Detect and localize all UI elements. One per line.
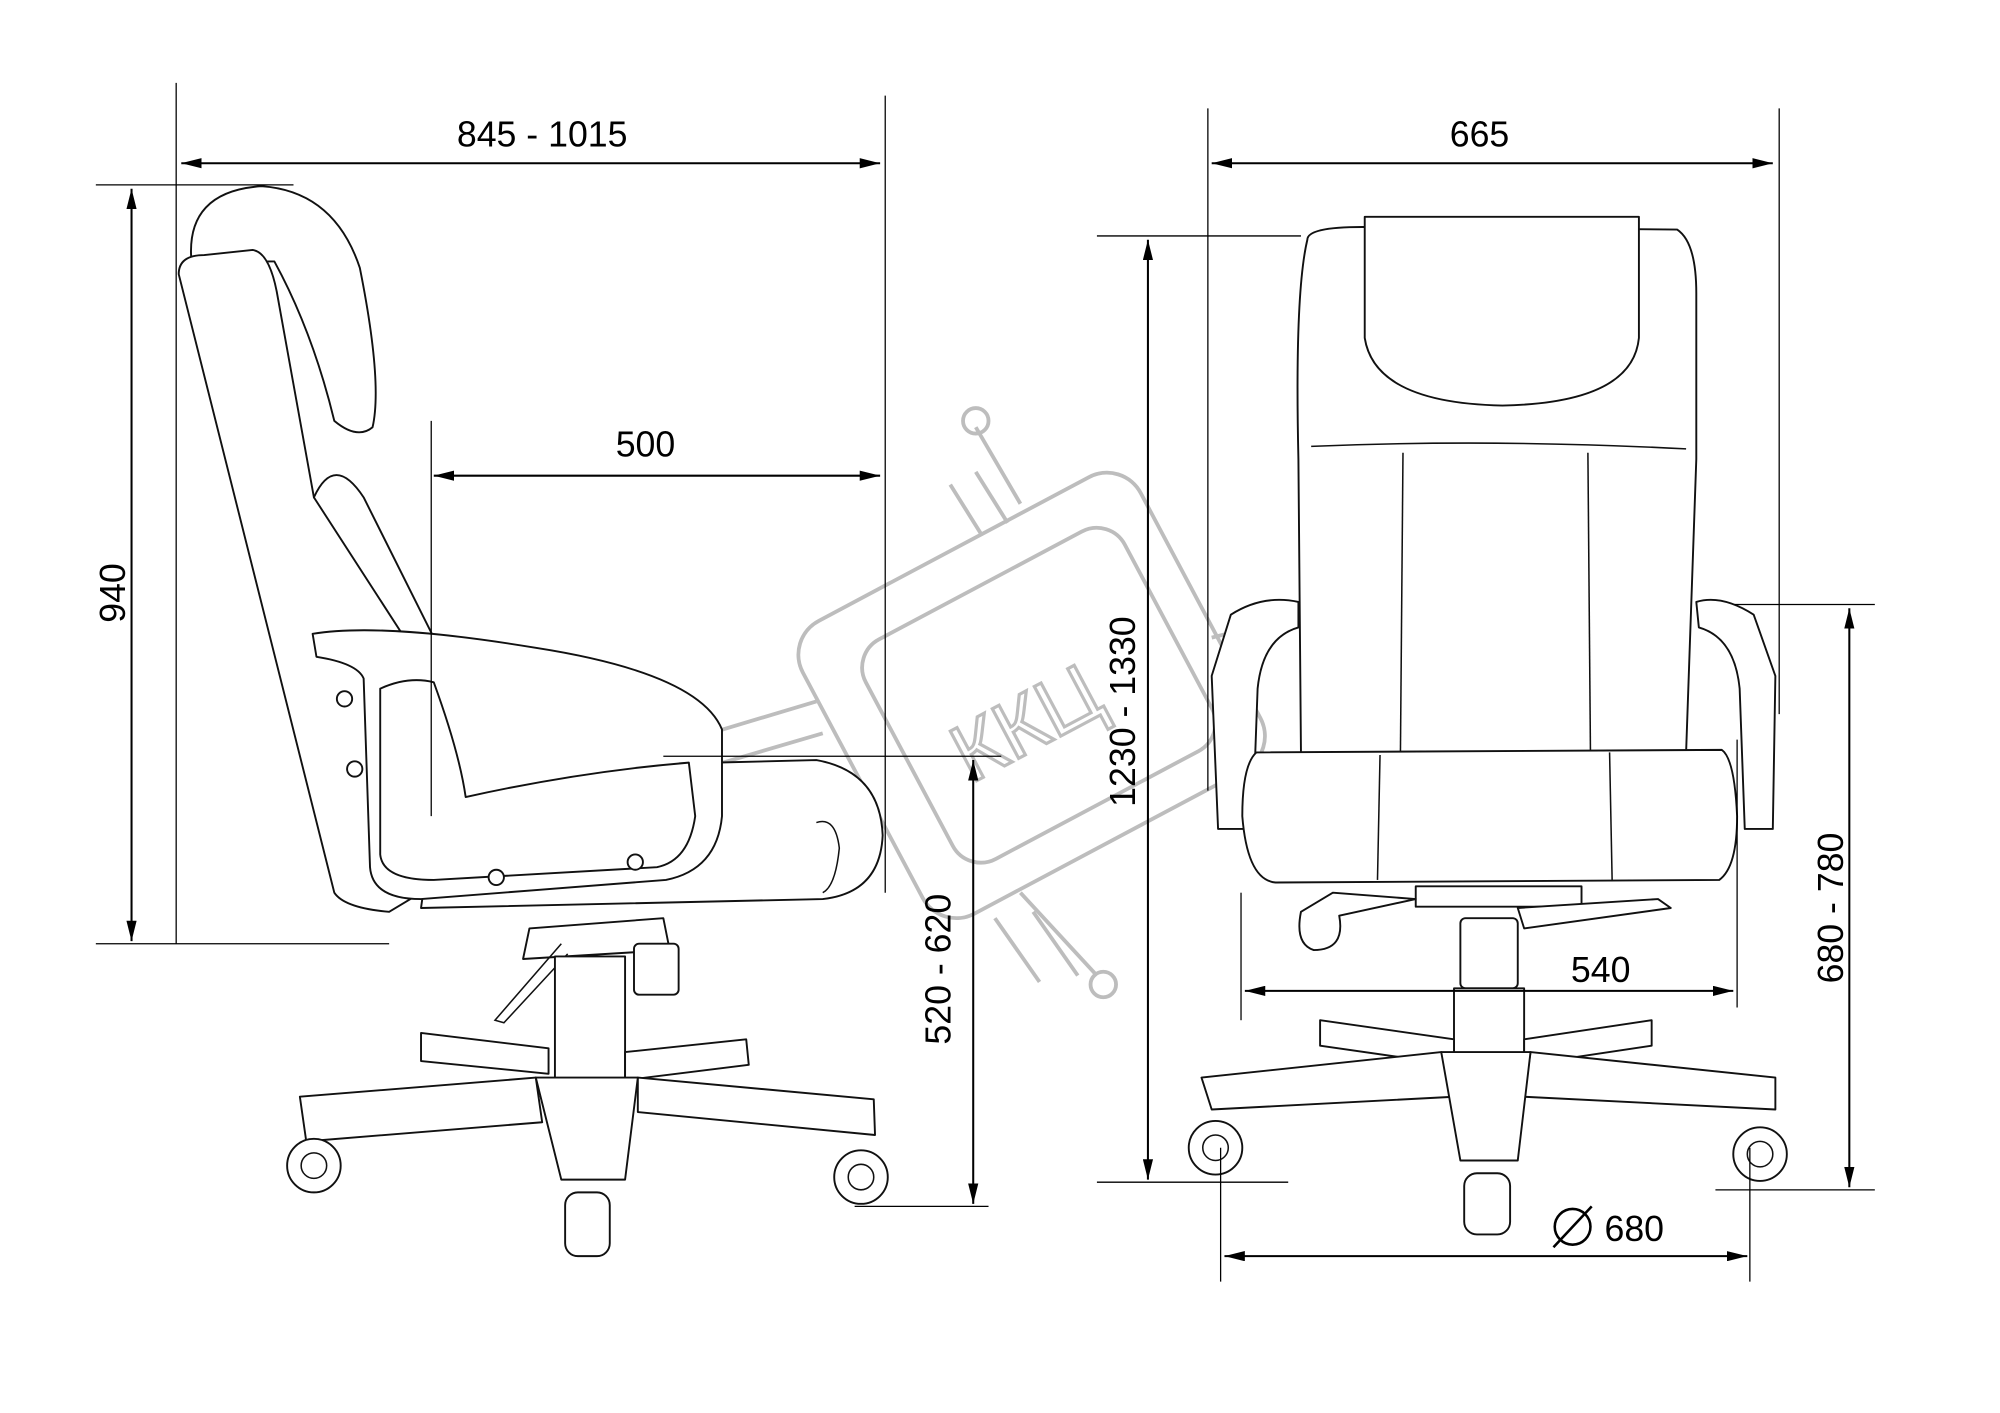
dimension-seat-height: 520 - 620 <box>663 755 1002 1208</box>
armrest-height-label: 680 - 780 <box>1811 833 1851 984</box>
base-diameter-label: 680 <box>1604 1209 1664 1249</box>
overall-depth-label: 845 - 1015 <box>457 115 628 155</box>
dimension-overall-depth: 845 - 1015 <box>175 82 886 944</box>
seat-width-label: 540 <box>1571 950 1631 990</box>
dimension-overall-width: 665 <box>1207 108 1780 791</box>
dimension-armrest-height: 680 - 780 <box>1715 603 1875 1191</box>
dimension-seat-depth: 500 <box>430 420 881 817</box>
back-height-label: 940 <box>93 563 133 623</box>
overall-height-label: 1230 - 1330 <box>1103 616 1143 807</box>
diameter-icon <box>1552 1205 1593 1249</box>
dimension-back-height: 940 <box>93 184 390 945</box>
chair-front-view <box>1187 215 1788 1236</box>
dimension-base-diameter: 680 <box>1219 1147 1751 1282</box>
overall-width-label: 665 <box>1450 115 1510 155</box>
watermark-text: ККЦ <box>937 646 1117 799</box>
seat-height-label: 520 - 620 <box>918 894 958 1045</box>
dimension-seat-width: 540 <box>1240 739 1738 1021</box>
chair-side-view <box>177 185 889 1258</box>
seat-depth-label: 500 <box>616 425 676 465</box>
dimension-overall-height: 1230 - 1330 <box>1096 235 1301 1183</box>
